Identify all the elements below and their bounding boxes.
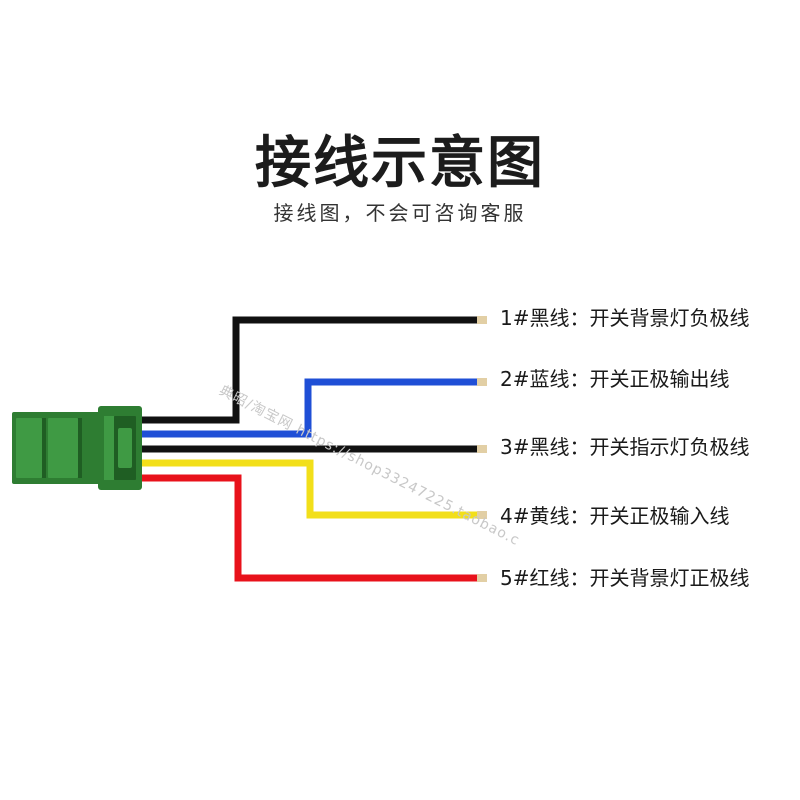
wire-group [140, 316, 478, 582]
wire-4-yellow [140, 459, 478, 519]
wire-tip-1 [477, 316, 487, 324]
wire-2-blue [140, 378, 478, 438]
page-subtitle: 接线图，不会可咨询客服 [273, 201, 527, 225]
wire-tips [477, 316, 487, 582]
connector-plug [12, 406, 142, 490]
wire-tip-3 [477, 445, 487, 453]
wire-label-5: 5#红线：开关背景灯正极线 [500, 566, 750, 590]
wire-label-2: 2#蓝线：开关正极输出线 [500, 367, 730, 391]
wire-label-3: 3#黑线：开关指示灯负极线 [500, 435, 750, 459]
wire-tip-2 [477, 378, 487, 386]
wire-5-red [140, 474, 478, 582]
page-title: 接线示意图 [255, 131, 545, 196]
wire-1-black [140, 316, 478, 424]
wire-label-1: 1#黑线：开关背景灯负极线 [500, 306, 750, 330]
wire-label-4: 4#黄线：开关正极输入线 [500, 504, 730, 528]
wire-tip-4 [477, 511, 487, 519]
wire-tip-5 [477, 574, 487, 582]
